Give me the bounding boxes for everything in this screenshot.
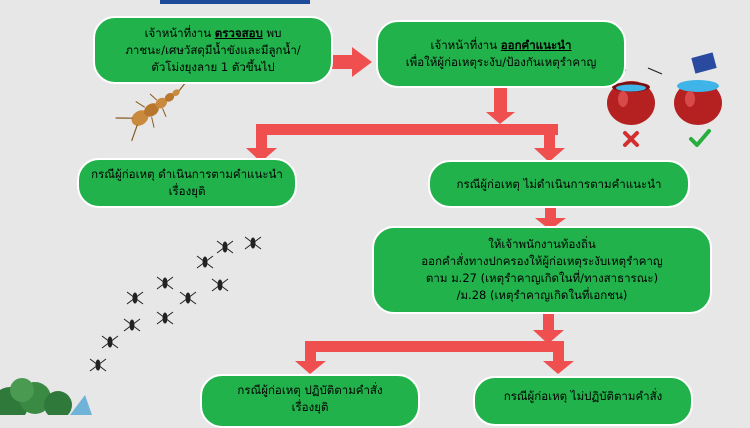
order-line4: /ม.28 (เหตุรำคาญเกิดในที่เอกชน)	[456, 288, 628, 302]
inspect-line1-prefix: เจ้าหน้าที่งาน	[144, 25, 215, 40]
inspect-line1-suffix: พบ	[262, 25, 282, 40]
arrow-branch-1	[246, 124, 565, 162]
larva-icon	[115, 81, 187, 142]
order-complied-line1: กรณีผู้ก่อเหตุ ปฏิบัติตามคำสั่ง	[237, 383, 383, 397]
advise-line1-prefix: เจ้าหน้าที่งาน	[430, 38, 501, 52]
order-box: ให้เจ้าพนักงานท้องถิ่น ออกคำสั่งทางปกครอ…	[372, 226, 712, 314]
not-complied-line1: กรณีผู้ก่อเหตุ ไม่ดำเนินการตามคำแนะนำ	[456, 176, 662, 191]
check-icon	[689, 129, 711, 147]
order-line1: ให้เจ้าพนักงานท้องถิ่น	[488, 237, 596, 251]
covered-jar-icon	[674, 52, 722, 125]
arrow-order-down	[533, 314, 564, 344]
not-complied-box: กรณีผู้ก่อเหตุ ไม่ดำเนินการตามคำแนะนำ	[428, 160, 690, 208]
header-strip	[160, 0, 310, 4]
inspect-line3: ตัวโม่งยุงลาย 1 ตัวขึ้นไป	[151, 59, 275, 74]
inspect-box: เจ้าหน้าที่งาน ตรวจสอบ พบ ภาชนะ/เศษวัสดุ…	[93, 16, 333, 84]
cross-icon	[623, 131, 639, 147]
complied-line2: เรื่องยุติ	[168, 184, 206, 198]
tree-icon	[0, 378, 92, 415]
advise-line2: เพื่อให้ผู้ก่อเหตุระงับ/ป้องกันเหตุรำคาญ	[405, 55, 597, 69]
complied-line1: กรณีผู้ก่อเหตุ ดำเนินการตามคำแนะนำ	[91, 167, 283, 181]
order-line2: ออกคำสั่งทางปกครองให้ผู้ก่อเหตุระงับเหตุ…	[421, 254, 663, 268]
arrow-inspect-to-advise	[332, 47, 372, 77]
inspect-keyword: ตรวจสอบ	[214, 25, 263, 40]
order-complied-line2: เรื่องยุติ	[291, 400, 329, 414]
inspect-line2: ภาชนะ/เศษวัสดุมีน้ำขังและมีลูกน้ำ/	[125, 42, 301, 57]
advise-box: เจ้าหน้าที่งาน ออกคำแนะนำ เพื่อให้ผู้ก่อ…	[376, 20, 626, 88]
order-complied-box: กรณีผู้ก่อเหตุ ปฏิบัติตามคำสั่ง เรื่องยุ…	[200, 374, 420, 428]
order-not-complied-line1: กรณีผู้ก่อเหตุ ไม่ปฏิบัติตามคำสั่ง	[503, 389, 663, 403]
order-not-complied-box: กรณีผู้ก่อเหตุ ไม่ปฏิบัติตามคำสั่ง	[473, 376, 693, 426]
flowchart-canvas	[0, 47, 722, 415]
arrow-branch-2	[295, 341, 574, 374]
arrow-advise-down	[486, 88, 515, 124]
order-line3: ตาม ม.27 (เหตุรำคาญเกิดในที่/ทางสาธารณะ)	[425, 271, 659, 285]
arrow-not-complied-down	[535, 208, 566, 230]
complied-box: กรณีผู้ก่อเหตุ ดำเนินการตามคำแนะนำ เรื่อ…	[77, 158, 297, 208]
mosquito-swarm-icon	[89, 236, 262, 372]
advise-keyword: ออกคำแนะนำ	[500, 38, 572, 52]
